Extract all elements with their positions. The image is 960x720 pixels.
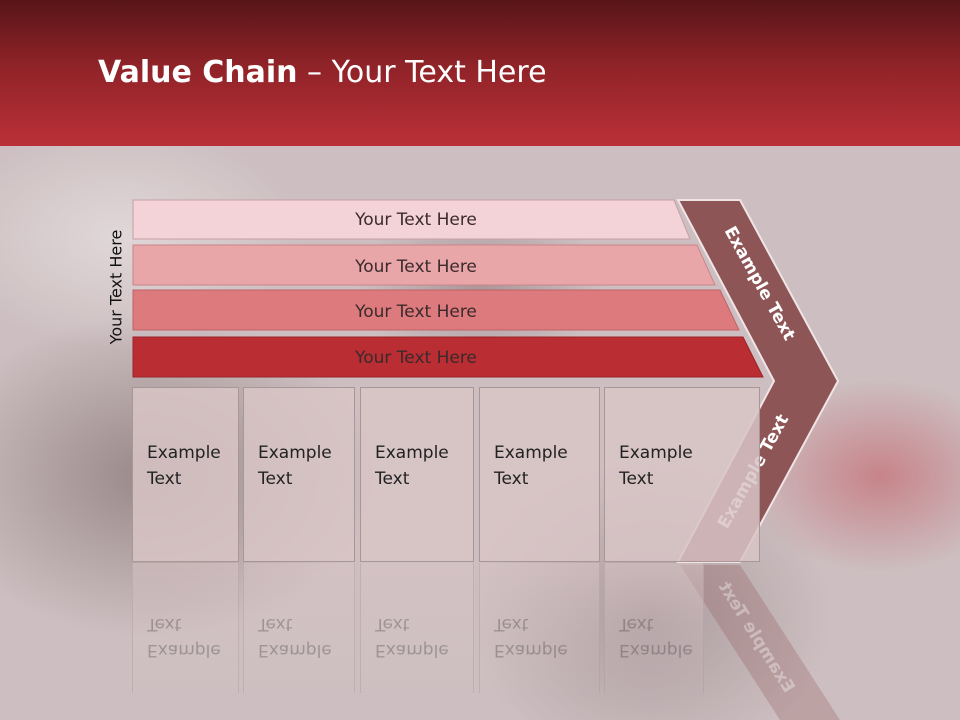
activity-box-3-line1: Example: [375, 443, 449, 463]
activity-box-1-reflection-line1: Example: [147, 640, 221, 660]
activity-box-1-reflection-text: Example Text: [147, 611, 221, 663]
bar-1[interactable]: [132, 199, 691, 240]
activity-box-3-line2: Text: [375, 469, 410, 489]
activity-box-2-reflection-line1: Example: [258, 640, 332, 660]
bar-4[interactable]: [132, 336, 764, 378]
activity-box-4-reflection-text: Example Text: [494, 611, 568, 663]
activity-box-3-reflection: Example Text: [360, 563, 474, 693]
activity-box-3-reflection-line2: Text: [375, 614, 410, 634]
activity-box-1-line2: Text: [147, 469, 182, 489]
activity-box-5-reflection-line2: Text: [619, 614, 654, 634]
activity-box-4-reflection: Example Text: [479, 563, 600, 693]
chevron-reflection: [680, 565, 840, 720]
slide-title-bold: Value Chain: [98, 55, 298, 90]
bar-3[interactable]: [132, 289, 740, 331]
slide-title: Value Chain – Your Text Here: [98, 55, 547, 90]
activity-box-3-reflection-line1: Example: [375, 640, 449, 660]
activity-box-1-reflection-line2: Text: [147, 614, 182, 634]
activity-box-2-reflection-text: Example Text: [258, 611, 332, 663]
activity-box-3-reflection-text: Example Text: [375, 611, 449, 663]
title-bar: Value Chain – Your Text Here: [0, 0, 960, 146]
activity-box-5-reflection-text: Example Text: [619, 611, 693, 663]
bar-2[interactable]: [132, 244, 716, 286]
activity-box-5-reflection-line1: Example: [619, 640, 693, 660]
activity-box-4-reflection-line1: Example: [494, 640, 568, 660]
activity-box-2-reflection: Example Text: [243, 563, 355, 693]
activity-box-5-line1: Example: [619, 443, 693, 463]
bar-3-label: Your Text Here: [354, 302, 477, 322]
activity-box-4-line2: Text: [494, 469, 529, 489]
activity-box-5-reflection: Example Text: [604, 563, 704, 693]
activity-box-1-reflection: Example Text: [132, 563, 239, 693]
bar-2-label: Your Text Here: [354, 257, 477, 277]
bar-1-label: Your Text Here: [354, 210, 477, 230]
activity-box-2-line2: Text: [258, 469, 293, 489]
activity-box-2-line1: Example: [258, 443, 332, 463]
activity-box-1-line1: Example: [147, 443, 221, 463]
slide-title-rest: – Your Text Here: [297, 55, 547, 90]
bar-4-label: Your Text Here: [354, 348, 477, 368]
activity-box-5-line2: Text: [619, 469, 654, 489]
activity-box-2-reflection-line2: Text: [258, 614, 293, 634]
activity-box-4-line1: Example: [494, 443, 568, 463]
activity-box-4-reflection-line2: Text: [494, 614, 529, 634]
